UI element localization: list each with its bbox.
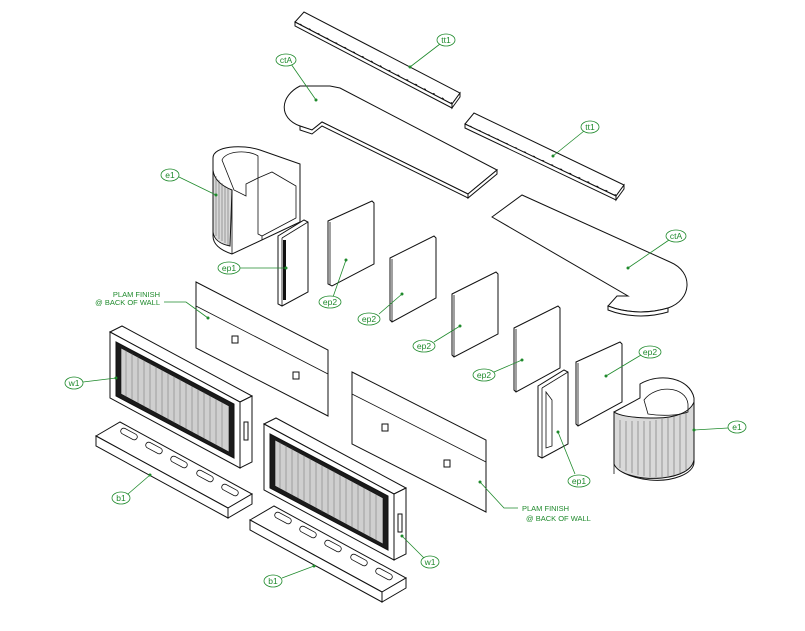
back-wall-panel-right: [351, 371, 487, 513]
end-panel-ep1-upper: [277, 219, 309, 307]
callout-w1-right: w1: [400, 534, 440, 569]
callout-cta-upper-text: ctA: [280, 55, 293, 65]
base-b1-left: [94, 421, 254, 519]
end-panel-ep2-3: [451, 271, 499, 358]
callout-tt1-lower: tt1: [551, 120, 600, 158]
note-plam-finish-right: PLAM FINISH @ BACK OF WALL: [478, 480, 591, 523]
note-left-line1: PLAM FINISH: [113, 290, 160, 299]
callout-w1-left-text: w1: [68, 378, 80, 388]
callout-tt1-upper-text: tt1: [441, 35, 451, 45]
callout-ep2-1: ep2: [318, 258, 348, 309]
callout-ep2-2-text: ep2: [362, 314, 376, 324]
note-right-line2: @ BACK OF WALL: [526, 514, 591, 523]
top-panel-tt1-upper: [294, 11, 461, 110]
note-plam-finish-left: PLAM FINISH @ BACK OF WALL: [95, 290, 210, 320]
callout-tt1-lower-text: tt1: [585, 122, 595, 132]
callout-cta-upper: ctA: [275, 53, 318, 102]
end-panel-ep2-1: [327, 200, 375, 287]
callout-ep2-5: ep2: [604, 345, 662, 378]
back-wall-panel-left: [195, 281, 329, 417]
callout-ep2-3: ep2: [412, 324, 462, 353]
callout-w1-right-text: w1: [424, 557, 436, 567]
callout-w1-left: w1: [64, 376, 118, 390]
wall-frame-w1-right: [262, 417, 408, 561]
end-panel-ep2-5: [575, 341, 623, 427]
callout-ep1-upper-text: ep1: [222, 263, 236, 273]
end-panel-ep2-2: [389, 235, 437, 323]
callout-ep1-upper: ep1: [217, 261, 288, 275]
callout-e1-lower: e1: [692, 420, 747, 434]
callout-ep2-3-text: ep2: [417, 341, 431, 351]
callout-ep1-lower-text: ep1: [572, 476, 586, 486]
callout-cta-lower-text: ctA: [670, 231, 683, 241]
callout-e1-upper-text: e1: [165, 170, 175, 180]
callout-cta-lower: ctA: [626, 229, 687, 270]
end-cabinet-e1-upper: [212, 146, 301, 255]
callout-b1-right: b1: [263, 564, 316, 588]
callout-e1-upper: e1: [160, 168, 218, 197]
base-b1-right: [248, 505, 408, 603]
callout-ep2-1-text: ep2: [323, 297, 337, 307]
counter-top-cta-upper: [283, 85, 498, 200]
callout-e1-lower-text: e1: [732, 422, 742, 432]
end-panel-ep1-lower: [537, 369, 569, 459]
callout-ep2-2: ep2: [357, 292, 404, 326]
note-right-line1: PLAM FINISH: [522, 504, 569, 513]
top-panel-tt1-lower: [464, 112, 625, 202]
callout-tt1-upper: tt1: [408, 33, 456, 69]
callout-b1-left-text: b1: [116, 493, 126, 503]
callout-b1-right-text: b1: [268, 576, 278, 586]
callout-ep2-4-text: ep2: [477, 370, 491, 380]
callout-ep2-5-text: ep2: [643, 347, 657, 357]
counter-top-cta-lower: [491, 194, 688, 317]
end-panel-ep2-4: [513, 305, 561, 393]
callout-ep1-lower: ep1: [556, 430, 591, 488]
callout-b1-left: b1: [111, 473, 152, 505]
wall-frame-w1-left: [108, 325, 254, 469]
end-cabinet-e1-lower: [613, 377, 695, 481]
note-left-line2: @ BACK OF WALL: [95, 298, 160, 307]
callout-ep2-4: ep2: [472, 358, 524, 382]
